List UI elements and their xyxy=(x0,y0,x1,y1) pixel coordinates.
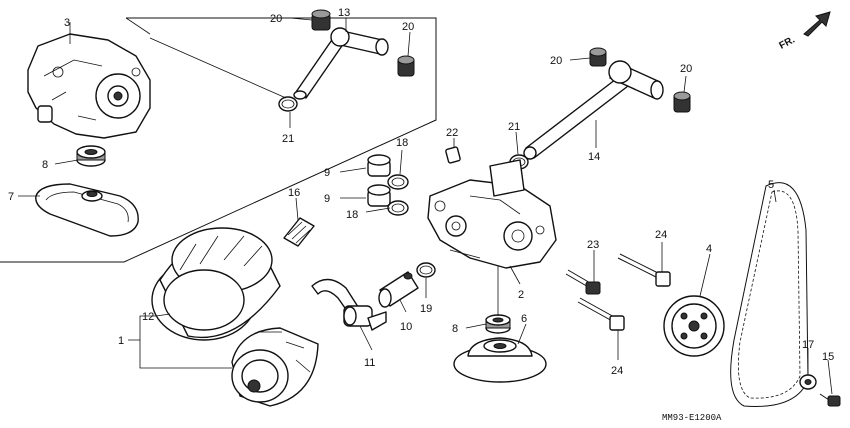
oil-union-part xyxy=(378,271,419,308)
callout-16: 16 xyxy=(288,187,300,199)
dowel-pin-part xyxy=(445,146,461,164)
callout-13: 13 xyxy=(338,7,350,19)
callout-labels: 1 2 3 4 5 6 7 8 8 9 9 10 11 12 13 14 15 … xyxy=(8,7,834,377)
oil-filter-cap-part xyxy=(231,327,319,407)
front-arrow-icon xyxy=(803,11,831,37)
callout-24b: 24 xyxy=(611,365,623,377)
oil-pipe-bracket-part xyxy=(311,278,387,331)
callout-20d: 20 xyxy=(680,63,692,75)
oil-pump-drive-chain-part xyxy=(730,182,809,407)
callout-21: 21 xyxy=(282,133,294,145)
collar-part xyxy=(397,55,415,77)
oil-pump-housing-part xyxy=(27,33,151,139)
oil-strainer-screen-part xyxy=(453,337,547,383)
bolt-part xyxy=(565,269,601,295)
oil-pump-part xyxy=(427,159,557,269)
o-ring-part xyxy=(387,174,409,190)
collar-part xyxy=(589,47,607,67)
collar-part xyxy=(673,91,691,113)
oil-seal-part xyxy=(485,314,511,334)
callout-20c: 20 xyxy=(550,55,562,67)
oil-pipe-upper-part xyxy=(293,27,389,100)
callout-22: 22 xyxy=(446,127,458,139)
callout-20: 20 xyxy=(270,13,282,25)
section-frame xyxy=(0,17,437,263)
callout-7: 7 xyxy=(8,191,14,203)
collar-part xyxy=(367,184,391,207)
collar-part xyxy=(311,9,331,31)
front-direction-indicator: FR. xyxy=(778,11,831,52)
callout-19: 19 xyxy=(420,303,432,315)
threaded-stud-part xyxy=(283,217,315,247)
callout-11: 11 xyxy=(364,357,375,369)
callout-5: 5 xyxy=(768,179,774,191)
callout-8b: 8 xyxy=(452,323,458,335)
o-ring-part xyxy=(387,200,409,216)
callout-8: 8 xyxy=(42,159,48,171)
flange-bolt-part xyxy=(577,297,625,331)
callout-2: 2 xyxy=(518,289,524,301)
callout-23: 23 xyxy=(587,239,599,251)
front-label: FR. xyxy=(778,34,798,51)
oil-pipe-right-part xyxy=(523,60,664,160)
leader-lines xyxy=(18,17,833,395)
callout-12: 12 xyxy=(142,311,154,323)
collar-part xyxy=(367,154,391,177)
callout-18b: 18 xyxy=(346,209,358,221)
callout-1: 1 xyxy=(118,335,124,347)
oil-seal-part xyxy=(76,145,106,167)
callout-17: 17 xyxy=(802,339,814,351)
callout-3: 3 xyxy=(64,17,70,29)
callout-15: 15 xyxy=(822,351,834,363)
o-ring-part xyxy=(416,262,436,278)
callout-20b: 20 xyxy=(402,21,414,33)
oil-pump-sprocket-part xyxy=(663,295,725,357)
oil-filter-part xyxy=(151,227,281,341)
callout-24: 24 xyxy=(655,229,667,241)
callout-9b: 9 xyxy=(324,193,330,205)
callout-18: 18 xyxy=(396,137,408,149)
bolt-part xyxy=(819,393,841,407)
callout-4: 4 xyxy=(706,243,712,255)
callout-9: 9 xyxy=(324,167,330,179)
oil-strainer-part xyxy=(35,183,139,237)
callout-21b: 21 xyxy=(508,121,520,133)
callout-6: 6 xyxy=(521,313,527,325)
callout-14: 14 xyxy=(588,151,600,163)
flange-bolt-part xyxy=(617,253,671,287)
diagram-code: MM93-E1200A xyxy=(662,413,722,423)
washer-part xyxy=(799,374,817,390)
callout-10: 10 xyxy=(400,321,412,333)
o-ring-part xyxy=(278,96,298,112)
